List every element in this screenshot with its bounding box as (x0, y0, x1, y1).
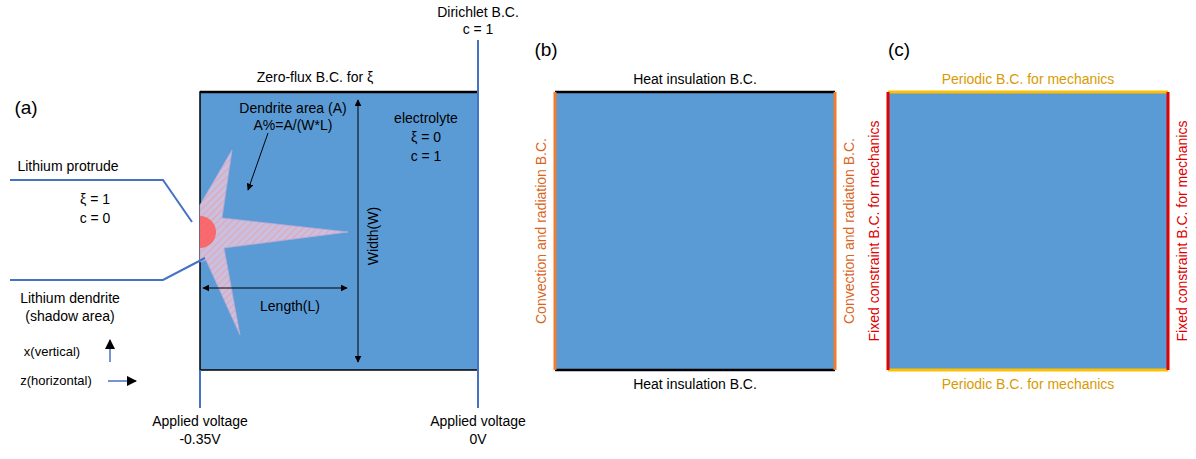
part-label: (shadow area) (25, 308, 115, 324)
panel-tag: (a) (14, 97, 37, 119)
zero-flux-boundary (200, 91, 478, 94)
voltage-label: Applied voltage (430, 413, 526, 429)
boundary-label: Convection and radiation B.C. (533, 138, 549, 324)
panel-tag: (c) (888, 39, 910, 61)
voltage-label: Applied voltage (152, 413, 248, 429)
boundary-label: Zero-flux B.C. for ξ (257, 69, 374, 85)
width-dimension (358, 100, 359, 362)
boundary-label: Periodic B.C. for mechanics (942, 376, 1115, 392)
voltage-value: 0V (469, 431, 486, 447)
axis-label: z(horizontal) (20, 374, 92, 389)
axis-arrow (109, 340, 111, 362)
axis-label: x(vertical) (24, 345, 80, 360)
dendrite-shadow (200, 150, 348, 335)
voltage-value: -0.35V (179, 431, 220, 447)
insulation-boundary (555, 369, 835, 372)
fixed-boundary (887, 92, 890, 370)
field-value: c = 0 (80, 210, 111, 226)
boundary-label: Convection and radiation B.C. (841, 138, 857, 324)
dimension-label: Length(L) (260, 298, 320, 314)
periodic-boundary (888, 91, 1168, 94)
dimension-label: Width(W) (365, 207, 381, 265)
boundary-label: Periodic B.C. for mechanics (942, 71, 1115, 87)
field-value: c = 1 (411, 148, 442, 164)
length-dimension (203, 288, 347, 289)
boundary-label: Heat insulation B.C. (633, 71, 757, 87)
boundary-label: Heat insulation B.C. (633, 376, 757, 392)
boundary-value: c = 1 (463, 21, 494, 37)
leader-line (10, 258, 205, 280)
convection-boundary (834, 92, 837, 370)
insulation-boundary (555, 91, 835, 94)
pointer-arrow (248, 133, 268, 190)
part-label: Lithium protrude (17, 158, 118, 174)
boundary-label: Dirichlet B.C. (437, 4, 519, 20)
electrolyte-domain (200, 92, 478, 370)
formula-label: A%=A/(W*L) (254, 117, 333, 133)
lithium-protrude (200, 216, 216, 248)
region-label: Dendrite area (A) (239, 100, 346, 116)
field-value: ξ = 1 (80, 191, 110, 207)
field-value: ξ = 0 (411, 129, 441, 145)
axis-arrow (108, 380, 136, 382)
convection-boundary (554, 92, 557, 370)
boundary-label: Fixed constraint B.C. for mechanics (1174, 121, 1190, 342)
thermal-domain (555, 92, 835, 370)
voltage-lead (477, 40, 479, 408)
panel-tag: (b) (534, 39, 557, 61)
part-label: Lithium dendrite (20, 290, 120, 306)
mechanics-domain (888, 92, 1168, 370)
voltage-lead (199, 370, 201, 408)
fixed-boundary (1167, 92, 1170, 370)
region-label: electrolyte (394, 110, 458, 126)
periodic-boundary (888, 369, 1168, 372)
boundary-label: Fixed constraint B.C. for mechanics (866, 121, 882, 342)
